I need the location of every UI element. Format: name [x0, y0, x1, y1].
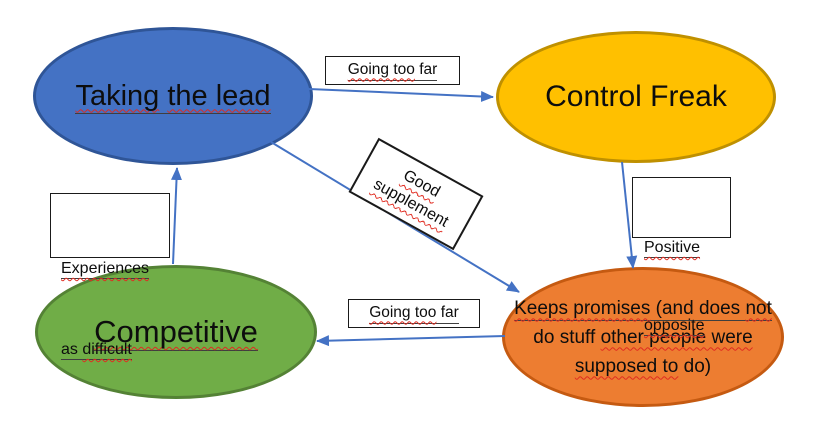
- node-label-competitive: Competitive: [94, 314, 258, 351]
- arrow-keeps-promises-to-competitive[interactable]: [316, 335, 506, 347]
- node-label-control-freak: Control Freak: [545, 80, 727, 114]
- text-segment: the lead: [167, 79, 271, 112]
- text-segment: Taking: [75, 79, 160, 112]
- node-control-freak[interactable]: Control Freak: [496, 31, 776, 163]
- node-label-taking-the-lead: Taking the lead: [75, 79, 271, 114]
- text-segment: Control Freak: [545, 80, 727, 113]
- text-segment: do): [678, 355, 712, 377]
- node-taking-the-lead[interactable]: Taking the lead: [33, 27, 313, 165]
- label-going-too-far-top[interactable]: Going too far: [325, 56, 460, 85]
- text-segment: Competitive: [94, 314, 258, 351]
- text-segment: Keeps promises: [514, 297, 651, 319]
- text-segment: as: [61, 341, 83, 358]
- text-segment: supposed to: [574, 355, 679, 377]
- label-going-too-far-bottom[interactable]: Going too far: [348, 299, 480, 328]
- text-segment: Experiences: [61, 260, 150, 279]
- arrow-competitive-to-lead[interactable]: [171, 167, 182, 265]
- label-experiences-as-difficult[interactable]: Experiences as difficult: [50, 193, 170, 360]
- node-label-keeps-promises: Keeps promises (and does not do stuff ot…: [514, 294, 772, 381]
- label-positive-opposite[interactable]: Positive opposite: [632, 177, 731, 336]
- text-segment: (and does: [650, 297, 746, 319]
- text-segment: far: [436, 303, 459, 321]
- node-keeps-promises[interactable]: Keeps promises (and does not do stuff ot…: [502, 267, 784, 407]
- text-segment: other people were: [600, 326, 753, 348]
- text-segment: Going too: [347, 60, 415, 78]
- text-segment: opposite: [644, 317, 705, 336]
- text-segment: Going too: [369, 303, 437, 321]
- arrow-control-freak-to-keeps-promises[interactable]: [621, 161, 638, 269]
- text-segment: not: [745, 297, 772, 319]
- arrow-lead-to-control-freak[interactable]: [308, 88, 494, 102]
- text-segment: Positive: [644, 239, 701, 258]
- text-segment: do stuff: [533, 326, 601, 348]
- node-competitive[interactable]: Competitive: [35, 265, 317, 399]
- text-segment: far: [414, 60, 438, 78]
- text-segment: difficult: [82, 341, 132, 358]
